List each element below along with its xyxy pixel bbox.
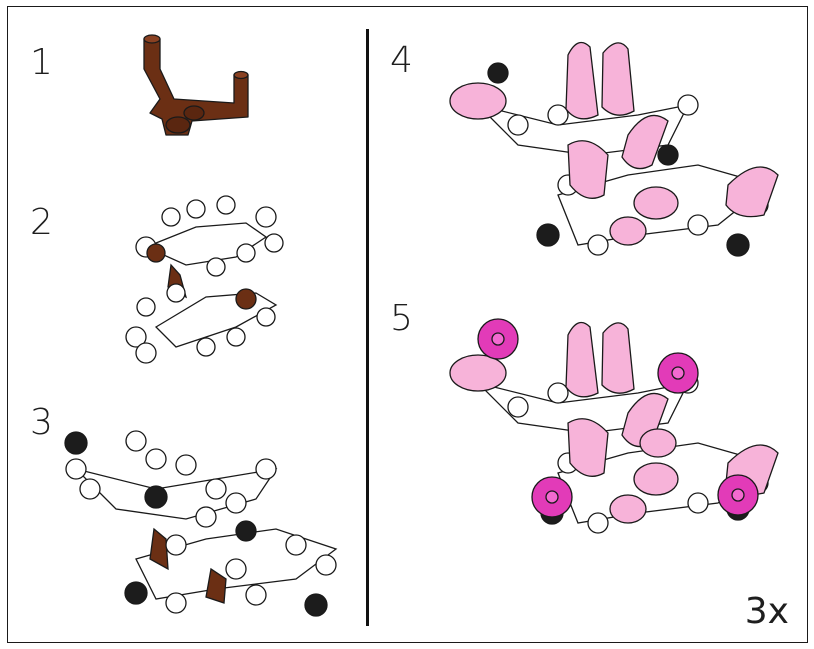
step5-flowers-illustration xyxy=(449,318,779,534)
step1-branch-illustration xyxy=(143,34,249,136)
step-number-4: 4 xyxy=(390,40,413,81)
instruction-panel: 1 2 3 4 5 xyxy=(7,6,808,643)
step-number-5: 5 xyxy=(390,298,413,339)
column-divider xyxy=(366,29,369,626)
step3-leaves-illustration xyxy=(64,430,338,617)
step-number-3: 3 xyxy=(30,402,53,443)
step-number-2: 2 xyxy=(30,202,53,243)
step-number-1: 1 xyxy=(30,42,53,83)
multiplier-label: 3x xyxy=(744,591,789,632)
step4-birds-illustration xyxy=(449,41,779,257)
step2-leaves-illustration xyxy=(125,195,284,364)
